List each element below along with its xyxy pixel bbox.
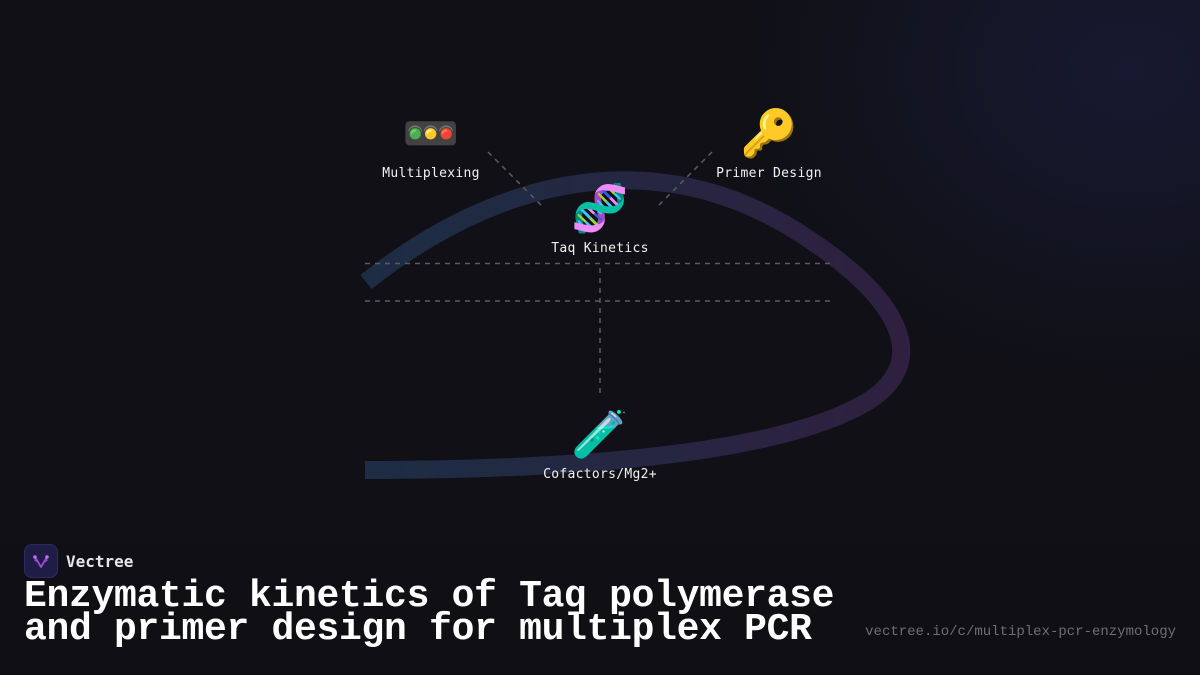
node-cofactors: 🧪 Cofactors/Mg2+ [543,407,657,482]
node-multiplexing: 🚥 Multiplexing [382,106,480,181]
dashed-connector-primer [656,151,713,208]
title-line-1: Enzymatic kinetics of Taq polymerase [24,575,835,618]
node-label: Cofactors/Mg2+ [543,467,657,482]
flow-curve [360,171,911,479]
node-label: Multiplexing [382,166,480,181]
node-primer-design: 🔑 Primer Design [716,106,822,181]
node-taq-kinetics: 🧬 Taq Kinetics [551,181,649,256]
brand: Vectree [24,544,133,578]
vectree-logo-icon [24,544,58,578]
node-label: Primer Design [716,166,822,181]
brand-name: Vectree [66,551,134,571]
source-url: vectree.io/c/multiplex-pcr-enzymology [865,624,1176,640]
page-title: Enzymatic kinetics of Taq polymerase and… [24,575,835,651]
traffic-light-icon: 🚥 [402,106,460,160]
dna-icon: 🧬 [571,181,629,235]
key-icon: 🔑 [740,106,798,160]
test-tube-icon: 🧪 [571,407,629,461]
node-label: Taq Kinetics [551,241,649,256]
dashed-connector-multiplexing [487,151,544,208]
title-line-2: and primer design for multiplex PCR [24,608,812,651]
